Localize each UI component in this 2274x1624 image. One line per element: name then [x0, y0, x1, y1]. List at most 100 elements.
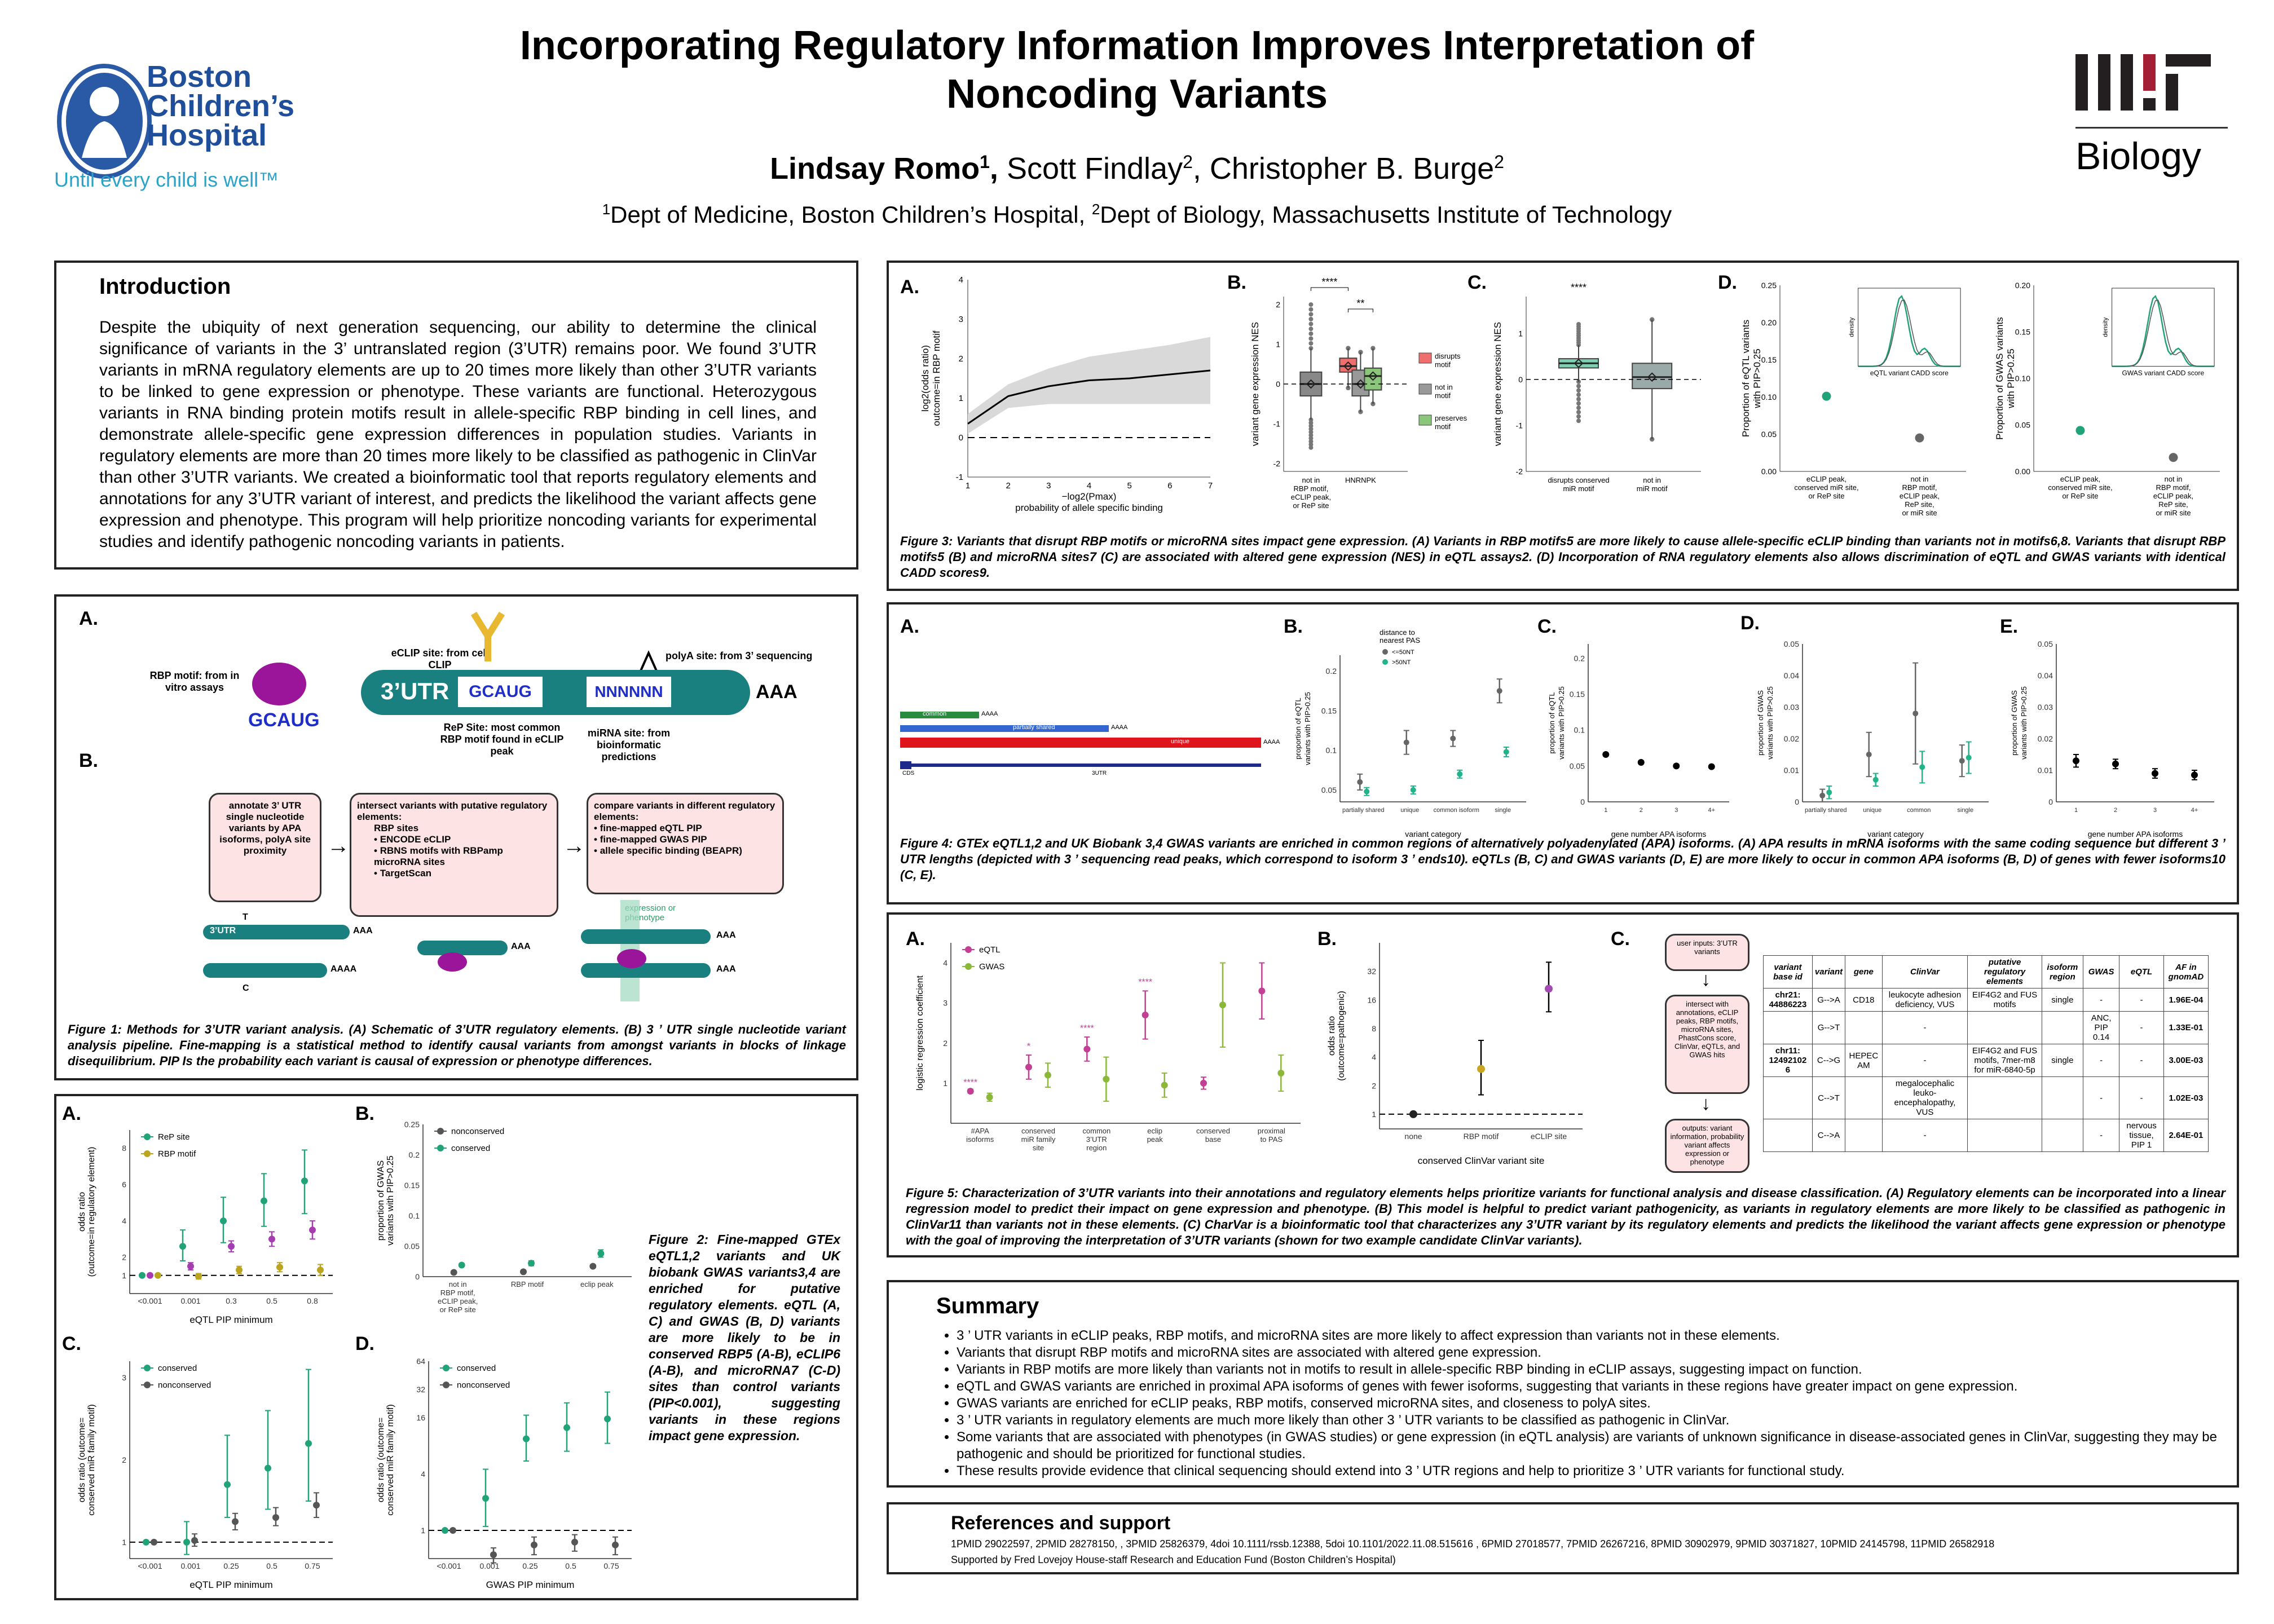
table-cell: 1.02E-03 [2163, 1076, 2209, 1119]
y-axis-label: proportion of GWAS [376, 1160, 386, 1241]
table-cell: G-->A [1812, 988, 1846, 1012]
references-line: 1PMID 29022597, 2PMID 28278150, , 3PMID … [951, 1538, 1995, 1550]
step3-item: • fine-mapped eQTL PIP [594, 823, 702, 833]
legend-swatch [1418, 383, 1432, 395]
figure1-panel: A. RBP motif: from in vitro assays GCAUG… [54, 594, 858, 1080]
table-cell [1763, 1011, 1813, 1044]
outlier-point [1308, 430, 1314, 435]
x-tick-label: RBP motif, [2156, 483, 2191, 492]
y-tick-label: 0.04 [2038, 671, 2053, 680]
outlier-point [1576, 409, 1581, 414]
y-tick-label: 0.2 [1326, 667, 1337, 676]
x-tick-label: 0.75 [603, 1561, 619, 1570]
x-tick-label: 7 [1208, 481, 1213, 491]
x-tick-label: site [1033, 1144, 1044, 1152]
y-axis-label-group: log2(odds ratio)outcome=in RBP motif [920, 330, 942, 426]
fig4-panel-c: C. [1537, 616, 1557, 637]
y-axis-label-group: variant gene expression NES [1250, 322, 1261, 446]
iso-partial-bar [900, 725, 1109, 732]
data-point [139, 1272, 146, 1279]
outlier-point [1308, 439, 1314, 444]
x-tick-label: conserved [1196, 1127, 1230, 1135]
significance-label: **** [1138, 978, 1152, 987]
y-tick-label: 1 [1372, 1110, 1376, 1119]
bch-seal-icon [57, 64, 152, 179]
data-point [1965, 754, 1972, 761]
mit-biology-logo: Biology [2075, 54, 2228, 201]
table-cell: - [1881, 1119, 1968, 1152]
x-tick-label: single [1957, 807, 1973, 814]
y-tick-label: 32 [416, 1385, 425, 1394]
table-cell [1845, 1119, 1883, 1152]
table-cell: EIF4G2 and FUS motifs, 7mer-m8 for miR-6… [1967, 1044, 2042, 1077]
y-tick-label: 0.1 [1574, 726, 1585, 735]
table-cell: 2.64E-01 [2163, 1119, 2209, 1152]
x-tick-label: or ReP site [2062, 492, 2098, 500]
data-point [528, 1260, 535, 1267]
inset-x-label: eQTL variant CADD score [1870, 369, 1949, 377]
eclip-antibody-icon [470, 611, 505, 661]
x-tick-label: 2 [1006, 481, 1010, 491]
y-axis-label: variants with PIP>0.25 [1557, 686, 1566, 760]
y-tick-label: -1 [956, 473, 963, 482]
y-axis-label: proportion of eQTL [1294, 698, 1302, 759]
bch-logo: Boston Children’s Hospital Until every c… [54, 61, 310, 197]
fig1-mirna-label: miRNA site: from bioinformatic predictio… [587, 727, 671, 762]
mean-diamond [1306, 379, 1316, 389]
iso-bar-2-aaaa: AAAA [330, 964, 357, 974]
iso-bar-2 [203, 963, 327, 978]
x-tick-label: proximal [1258, 1127, 1285, 1135]
y-tick-label: 0.05 [2015, 421, 2030, 430]
x-tick-label: eCLIP site [1531, 1132, 1567, 1141]
data-point [195, 1273, 202, 1280]
support-line: Supported by Fred Lovejoy House-staff Re… [951, 1554, 1396, 1565]
fig2-panel-a: A. [62, 1103, 81, 1124]
data-point [1219, 1001, 1226, 1009]
y-tick-label: 0.00 [1761, 467, 1777, 476]
y-axis-label: variant gene expression NES [1250, 322, 1261, 446]
x-tick-label: region [1086, 1144, 1107, 1152]
data-point [1200, 1079, 1207, 1087]
inset-x-label: GWAS variant CADD score [2122, 369, 2205, 377]
y-tick-label: 0.2 [409, 1150, 420, 1159]
y-axis-label: (outcome=pathogenic) [1337, 991, 1346, 1081]
step2-item: • RBNS motifs with RBPamp [374, 845, 503, 856]
fig1-rbp-seq: GCAUG [248, 709, 320, 731]
x-tick-label: ReP site, [2158, 500, 2188, 509]
data-point [1025, 1063, 1032, 1071]
outlier-point [1308, 420, 1314, 425]
x-tick-label: RBP motif, [1293, 484, 1328, 493]
y-tick-label: 0 [1795, 797, 1799, 806]
utr-bar-label: 3’UTR [381, 678, 449, 704]
data-point [597, 1250, 605, 1257]
y-axis-label: Proportion of GWAS variants [1994, 317, 2005, 440]
outlier-point [1308, 426, 1314, 431]
data-point [147, 1272, 153, 1279]
x-tick-label: 0.8 [307, 1296, 318, 1305]
y-tick-label: 0.15 [404, 1181, 420, 1190]
legend-label: preserves [1435, 414, 1467, 422]
iso-partial-aaa: AAAA [1111, 724, 1128, 731]
y-tick-label: 2 [122, 1253, 126, 1262]
introduction-title: Introduction [99, 274, 231, 299]
pipeline-step1: annotate 3’ UTR single nucleotide varian… [209, 793, 321, 902]
x-tick-label: not in [1643, 476, 1661, 484]
x-tick-label: <0.001 [437, 1561, 461, 1570]
x-tick-label: 2 [1640, 807, 1643, 814]
legend-swatch [144, 1150, 151, 1157]
x-tick-label: or miR site [2156, 509, 2191, 517]
table-cell: 3.00E-03 [2163, 1044, 2209, 1077]
x-tick-label: 0.25 [522, 1561, 537, 1570]
data-point [232, 1518, 239, 1525]
outlier-point [1346, 386, 1351, 391]
data-point [1277, 1070, 1285, 1077]
data-point [1409, 1110, 1417, 1118]
sig-bracket [1310, 287, 1348, 291]
iso-unique-aaa: AAAA [1263, 739, 1280, 745]
y-axis-label: log2(odds ratio) [920, 345, 931, 412]
